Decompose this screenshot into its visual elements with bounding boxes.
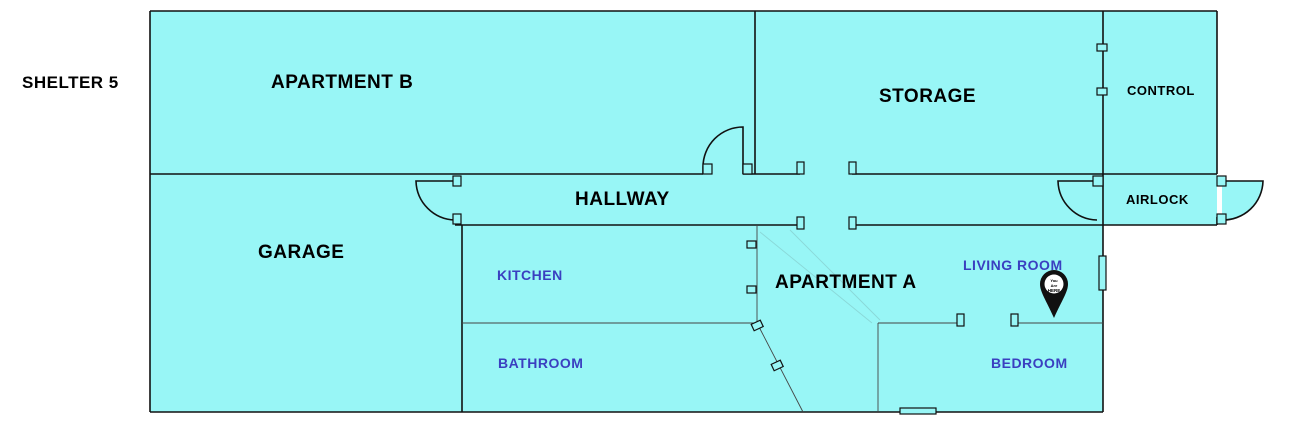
garage-door [415,180,456,221]
room-label-storage: STORAGE [879,86,977,107]
map-pin-icon: You Are HERE [1040,270,1068,318]
room-label-hallway: HALLWAY [575,189,670,210]
room-label-airlock: AIRLOCK [1126,192,1189,207]
storage-area [755,11,1217,174]
airlock-area [1103,174,1217,225]
airlock-outer-door [1221,180,1264,221]
hallway-area [455,174,1103,225]
marker-line-2: Are [1051,283,1058,288]
room-label-bedroom: BEDROOM [991,355,1068,371]
marker-line-1: You [1050,278,1058,283]
airlock-inner-door [1057,180,1098,221]
room-label-bathroom: BATHROOM [498,355,584,371]
room-label-kitchen: KITCHEN [497,267,563,283]
room-label-apartment-a: APARTMENT A [775,272,917,293]
room-label-living-room: LIVING ROOM [963,257,1063,273]
room-label-apartment-b: APARTMENT B [271,72,414,93]
map-title: SHELTER 5 [22,73,119,92]
apartment-b-area [150,11,755,174]
apartment-a-area [462,225,1103,412]
room-label-control: CONTROL [1127,83,1195,98]
marker-line-3: HERE [1048,288,1061,293]
room-label-garage: GARAGE [258,242,345,263]
garage-area [150,174,462,412]
